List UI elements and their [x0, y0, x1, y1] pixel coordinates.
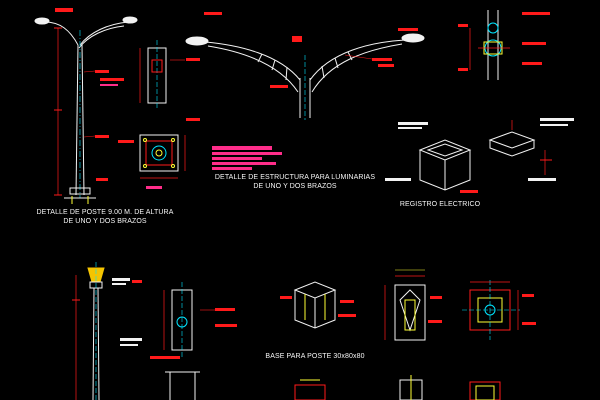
label-electrical-registry: REGISTRO ELECTRICO — [399, 201, 481, 208]
label-pole-detail: DETALLE DE POSTE 9.00 M. DE ALTURA DE UN… — [30, 208, 180, 226]
pole-base-foundation-detail — [280, 269, 536, 400]
pole-single-lamp-detail — [72, 262, 142, 400]
electrical-registry-detail — [385, 118, 574, 193]
label-structure-line1: DETALLE DE ESTRUCTURA PARA LUMINARIAS — [214, 174, 376, 181]
arm-clamp-detail — [458, 10, 550, 80]
label-pole-line1: DETALLE DE POSTE 9.00 M. DE ALTURA — [36, 209, 174, 216]
label-pole-line2: DE UNO Y DOS BRAZOS — [63, 218, 147, 225]
label-pole-base: BASE PARA POSTE 30x80x80 — [265, 353, 365, 360]
pole-two-arms-detail — [34, 8, 138, 204]
label-structure-line2: DE UNO Y DOS BRAZOS — [253, 183, 337, 190]
pole-two-base-details — [120, 282, 237, 400]
pole-base-details — [100, 40, 200, 189]
label-structure-detail: DETALLE DE ESTRUCTURA PARA LUMINARIAS DE… — [200, 173, 390, 191]
luminaire-structure-detail — [185, 12, 425, 170]
